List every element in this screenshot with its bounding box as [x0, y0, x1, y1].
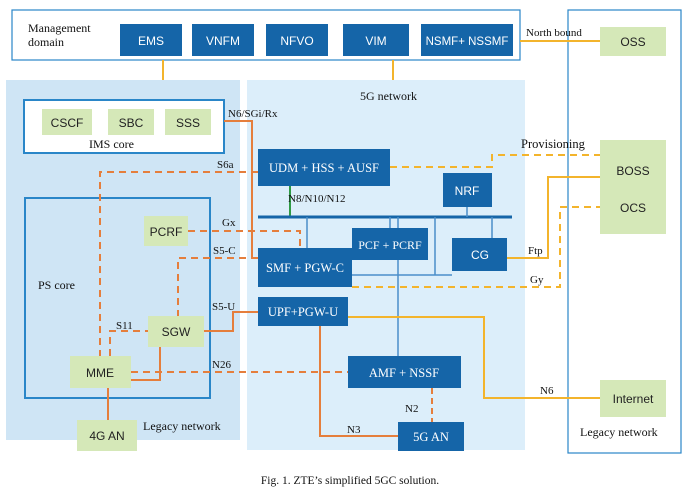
s11-link — [109, 330, 148, 356]
amf-nssf-label: AMF + NSSF — [369, 366, 439, 380]
nfvo-label: NFVO — [280, 34, 313, 48]
ems-node[interactable] — [120, 24, 182, 56]
ftp-link — [507, 176, 600, 259]
4g-an-label: 4G AN — [89, 429, 124, 443]
sbc-node[interactable] — [108, 109, 154, 135]
smf-pgw-c-label: SMF + PGW-C — [266, 261, 344, 275]
pcf-pcrf-label: PCF + PCRF — [358, 238, 422, 252]
pcrf-node[interactable] — [144, 216, 188, 246]
vim-node[interactable] — [343, 24, 409, 56]
s6a-link — [99, 171, 258, 385]
pcrf-label: PCRF — [150, 225, 183, 239]
n6-sgi-rx-link — [224, 120, 253, 258]
s11-label: S11 — [116, 320, 133, 332]
ftp-label: Ftp — [528, 245, 543, 257]
s5c-label: S5-C — [213, 245, 236, 257]
north-bound-label: North bound — [526, 27, 582, 39]
nsmf-label: NSMF+ NSSMF — [426, 36, 509, 48]
management-domain-label: Management domain — [28, 21, 94, 49]
5g-an-node[interactable] — [398, 422, 464, 451]
sss-label: SSS — [176, 116, 200, 130]
nsmf-node[interactable] — [421, 24, 513, 56]
s6a-label: S6a — [217, 159, 234, 171]
vim-label: VIM — [365, 34, 386, 48]
mme-node[interactable] — [70, 356, 131, 388]
gy-label: Gy — [530, 274, 544, 286]
n8-n10-n12-label: N8/N10/N12 — [288, 193, 345, 205]
nrf-node[interactable] — [443, 173, 492, 207]
provisioning-label: Provisioning — [521, 137, 586, 151]
s5c-link — [177, 257, 258, 317]
management-domain-line-1: Management — [28, 21, 91, 35]
upf-pgw-u-label: UPF+PGW-U — [268, 305, 338, 319]
5g-network-label: 5G network — [360, 89, 417, 103]
vnfm-node[interactable] — [192, 24, 254, 56]
figure-caption: Fig. 1. ZTE’s simplified 5GC solution. — [261, 475, 439, 487]
oss-node[interactable] — [600, 27, 666, 56]
provisioning-link — [390, 154, 600, 168]
upf-pgw-u-node[interactable] — [258, 297, 348, 326]
internet-node[interactable] — [600, 380, 666, 417]
n3-link — [319, 326, 398, 437]
cscf-node[interactable] — [42, 109, 92, 135]
nrf-label: NRF — [455, 184, 480, 198]
sgw-4gan-link — [107, 347, 161, 420]
n6-sgi-rx-label: N6/SGi/Rx — [228, 108, 278, 120]
gx-label: Gx — [222, 217, 236, 229]
sgw-label: SGW — [162, 325, 191, 339]
mme-label: MME — [86, 366, 114, 380]
amf-nssf-node[interactable] — [348, 356, 461, 388]
legacy-network-left-label: Legacy network — [143, 419, 221, 433]
cscf-label: CSCF — [51, 116, 84, 130]
n6-label: N6 — [540, 385, 554, 397]
nfvo-node[interactable] — [266, 24, 328, 56]
gx-link — [188, 230, 301, 248]
pcf-pcrf-node[interactable] — [352, 228, 428, 260]
sbc-label: SBC — [119, 116, 144, 130]
ps-core-label: PS core — [38, 278, 75, 292]
sss-node[interactable] — [165, 109, 211, 135]
ims-core-label: IMS core — [89, 137, 134, 151]
boss-ocs-node[interactable] — [600, 140, 666, 234]
boss-label: BOSS — [616, 164, 649, 178]
n26-label: N26 — [212, 359, 231, 371]
5g-an-label: 5G AN — [413, 430, 449, 444]
n3-label: N3 — [347, 424, 361, 436]
internet-label: Internet — [613, 392, 654, 406]
oss-label: OSS — [620, 35, 645, 49]
n6-link — [348, 316, 600, 399]
management-domain-line-2: domain — [28, 35, 64, 49]
udm-hss-ausf-node[interactable] — [258, 149, 390, 186]
cg-node[interactable] — [452, 238, 507, 271]
cg-label: CG — [471, 248, 489, 262]
smf-pgw-c-node[interactable] — [258, 248, 352, 287]
ps-core-region — [24, 197, 211, 399]
s5u-label: S5-U — [212, 301, 235, 313]
n2-label: N2 — [405, 403, 418, 415]
ocs-label: OCS — [620, 201, 646, 215]
legacy-network-right-label: Legacy network — [580, 425, 658, 439]
s5u-link — [204, 311, 258, 332]
ems-label: EMS — [138, 34, 164, 48]
vnfm-label: VNFM — [206, 34, 240, 48]
legacy-network-right-region — [567, 9, 682, 454]
sgw-node[interactable] — [148, 316, 204, 347]
4g-an-node[interactable] — [77, 420, 137, 451]
udm-hss-ausf-label: UDM + HSS + AUSF — [269, 161, 379, 175]
